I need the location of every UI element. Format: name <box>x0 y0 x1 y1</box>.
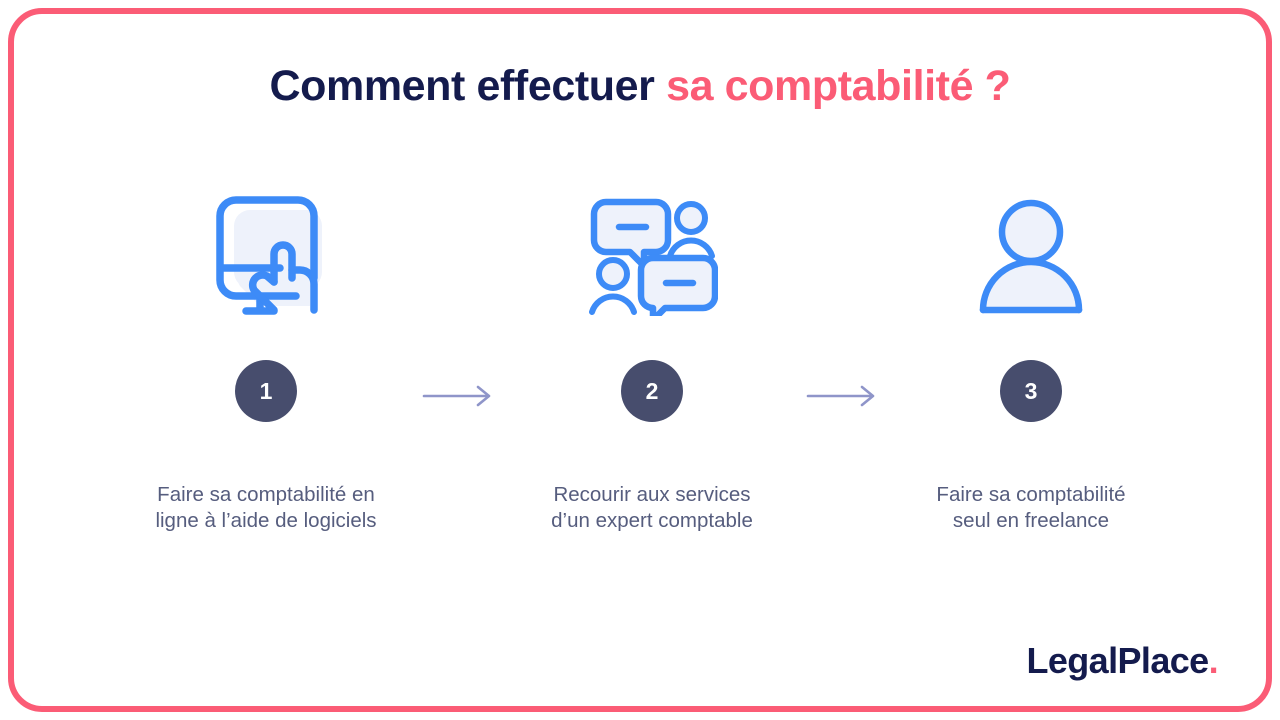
step-badge-1: 1 <box>235 360 297 422</box>
step-caption-3-line-1: Faire sa comptabilité <box>936 483 1126 506</box>
title-pink-part: sa comptabilité ? <box>666 62 1011 110</box>
steps-row: 1 Faire sa comptabilité en ligne à l’aid… <box>64 180 1216 580</box>
step-caption-2-line-2: d’un expert comptable <box>551 509 753 532</box>
logo-text: LegalPlace <box>1026 640 1209 681</box>
logo-dot: . <box>1208 640 1219 681</box>
step-item-3: 3 Faire sa comptabilité seul en freelanc… <box>871 180 1191 580</box>
step-caption-3-line-2: seul en freelance <box>952 509 1110 532</box>
step-caption-2: Recourir aux services d’un expert compta… <box>492 482 812 534</box>
step-caption-1-line-2: ligne à l’aide de logiciels <box>155 509 377 532</box>
people-chat-bubbles-icon <box>492 180 812 330</box>
step-caption-2-line-1: Recourir aux services <box>553 483 751 506</box>
page-title: Comment effectuer sa comptabilité ? <box>0 62 1280 111</box>
step-caption-3: Faire sa comptabilité seul en freelance <box>871 482 1191 534</box>
step-item-1: 1 Faire sa comptabilité en ligne à l’aid… <box>106 180 426 580</box>
monitor-pointing-hand-icon <box>106 180 426 330</box>
single-person-avatar-icon <box>871 180 1191 330</box>
step-badge-3: 3 <box>1000 360 1062 422</box>
pink-rounded-frame <box>8 8 1272 712</box>
step-badge-2: 2 <box>621 360 683 422</box>
arrow-step-2-to-3 <box>806 385 880 407</box>
arrow-step-1-to-2 <box>422 385 496 407</box>
title-dark-part: Comment effectuer <box>269 62 667 110</box>
step-caption-1-line-1: Faire sa comptabilité en <box>157 483 375 506</box>
step-item-2: 2 Recourir aux services d’un expert comp… <box>492 180 812 580</box>
step-caption-1: Faire sa comptabilité en ligne à l’aide … <box>106 482 426 534</box>
legalplace-logo: LegalPlace. <box>1026 640 1218 682</box>
